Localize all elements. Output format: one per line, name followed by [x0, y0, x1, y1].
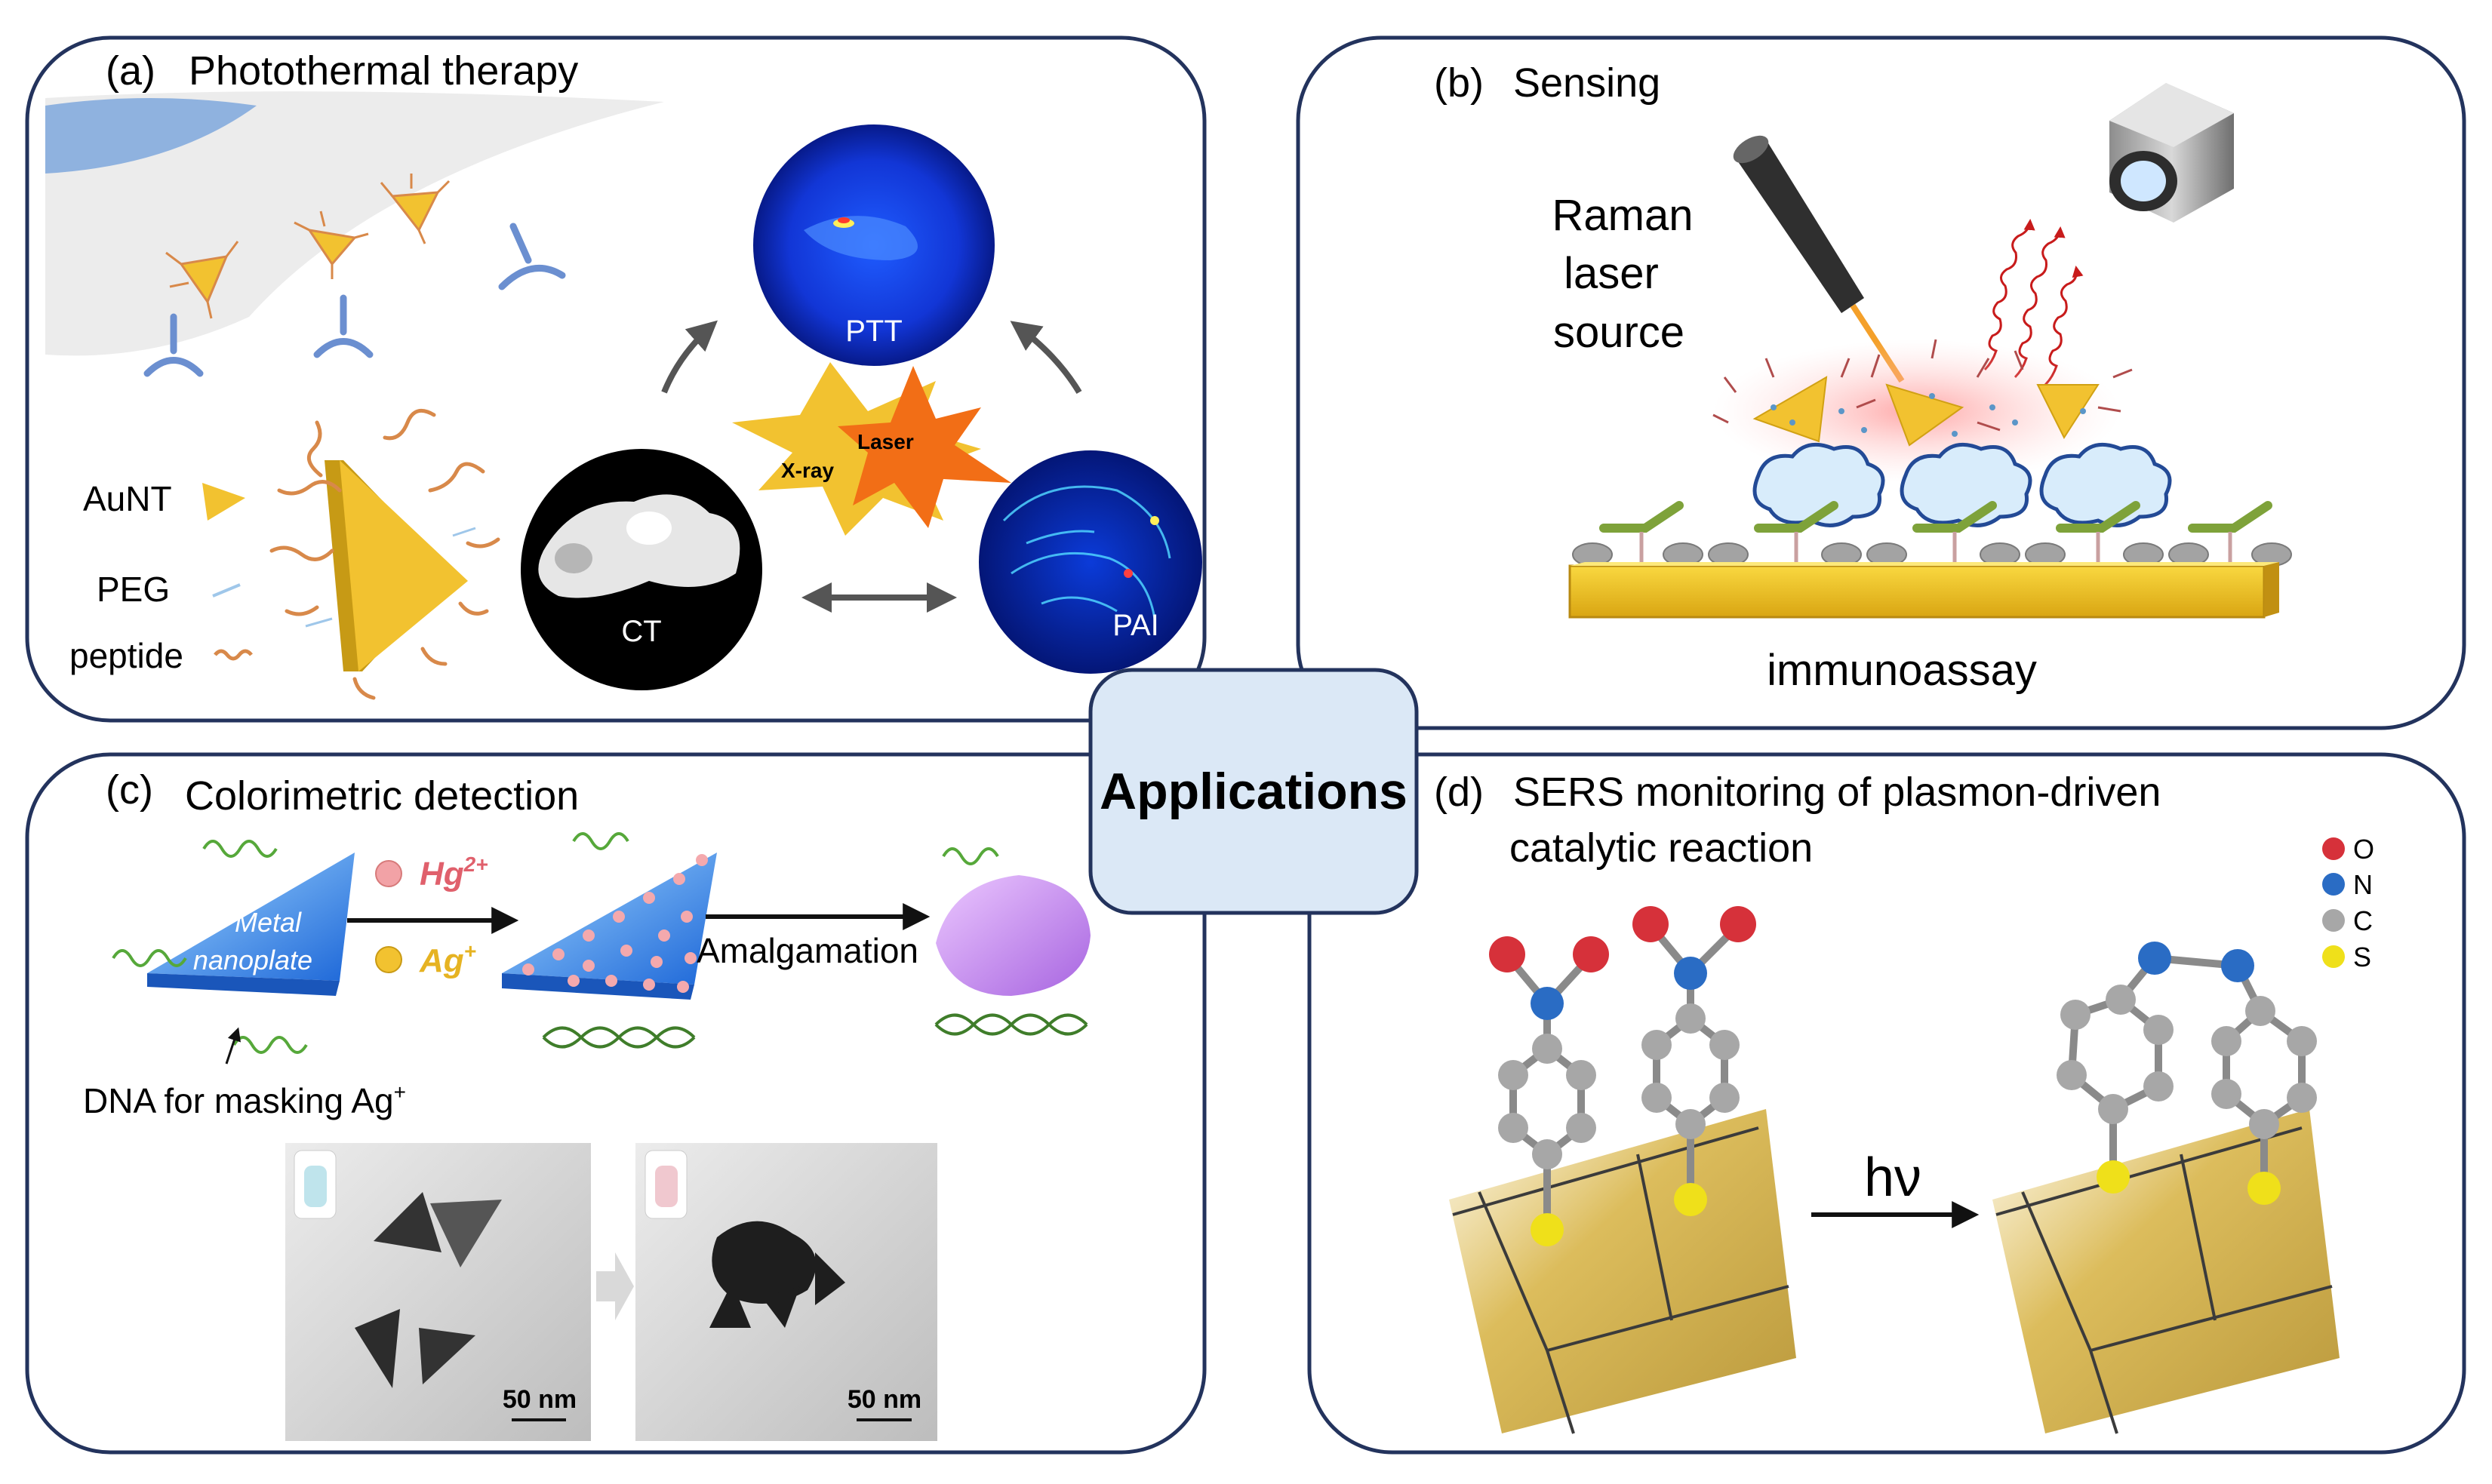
capture-dots — [1771, 393, 2086, 437]
legend-aunt-icon — [202, 483, 245, 521]
atom-legend-c-icon — [2322, 909, 2345, 932]
metal-nanoplate: Metal nanoplate — [147, 853, 355, 996]
center-label: Applications — [1100, 763, 1408, 820]
svg-text:DNA for masking Ag+: DNA for masking Ag+ — [83, 1080, 406, 1120]
panel-b-sensing: (b) Sensing Raman laser source — [1296, 35, 2466, 730]
xray-label: X-ray — [781, 459, 834, 482]
small-aunt-particles — [179, 191, 440, 305]
molecules-product — [2057, 942, 2317, 1205]
atom-legend-c-label: C — [2353, 905, 2373, 936]
panel-d-sers-monitoring: (d) SERS monitoring of plasmon-driven ca… — [1307, 752, 2466, 1455]
plate-with-hg — [502, 853, 717, 1000]
antibody-stems — [1639, 532, 2232, 562]
detector-camera — [2109, 83, 2234, 223]
ag-ion-label: Ag — [419, 942, 464, 979]
panel-a-photothermal-therapy: (a) Photothermal therapy AuNT PEG peptid… — [25, 35, 1207, 723]
cell-nucleus — [45, 98, 257, 174]
atom-legend: O N C S — [2322, 834, 2374, 972]
hg-ion-charge: 2+ — [463, 853, 488, 876]
capture-antibodies — [1599, 501, 2272, 533]
hg-ion-icon — [375, 860, 402, 887]
legend-peg-label: PEG — [97, 570, 170, 609]
plate-label-1: Metal — [235, 907, 302, 938]
atom-legend-n-label: N — [2353, 869, 2373, 900]
dna-masking-charge: + — [394, 1080, 406, 1104]
panel-a-title: Photothermal therapy — [189, 48, 578, 94]
panel-b-tag: (b) — [1434, 60, 1484, 106]
gold-substrate — [1568, 564, 2266, 619]
immunoassay-caption: immunoassay — [1767, 646, 2037, 695]
atom-legend-s-icon — [2322, 945, 2345, 968]
legend-aunt-label: AuNT — [83, 479, 172, 518]
laser-label: Laser — [857, 430, 914, 453]
svg-text:Ag+: Ag+ — [419, 939, 476, 979]
small-aunt-ligands — [165, 174, 451, 319]
center-applications-box: Applications — [1088, 668, 1419, 915]
receptor-icons — [143, 223, 566, 377]
panel-d-tag: (d) — [1434, 770, 1484, 815]
legend-peg-icon — [212, 583, 241, 598]
ag-ion-charge: + — [464, 939, 476, 963]
gold-surface-left — [1449, 1109, 1796, 1434]
plate-label-2: nanoplate — [193, 945, 312, 976]
svg-text:Hg2+: Hg2+ — [420, 853, 488, 893]
raman-line-3: source — [1553, 308, 1684, 357]
amalgam-particle — [936, 875, 1091, 996]
atom-legend-n-icon — [2322, 873, 2345, 896]
atom-legend-o-label: O — [2353, 834, 2374, 865]
panel-c-title: Colorimetric detection — [185, 773, 579, 819]
panel-b-title: Sensing — [1513, 60, 1660, 106]
panel-c-colorimetric-detection: (c) Colorimetric detection Metal nanopla… — [25, 752, 1207, 1455]
antibody-decorations — [1712, 339, 2133, 432]
tem-transition-arrow — [596, 1252, 634, 1320]
atom-legend-s-label: S — [2353, 942, 2371, 972]
panel-a-tag: (a) — [106, 48, 155, 94]
hg-ion-label: Hg — [420, 856, 464, 893]
sers-nanoparticles — [1752, 376, 2100, 447]
atom-legend-o-icon — [2322, 837, 2345, 860]
photon-label: hν — [1864, 1148, 1921, 1208]
large-aunt-with-ligands — [269, 408, 500, 700]
blocking-proteins — [1572, 542, 2292, 567]
imaging-cycle: Laser X-ray PTT CT PAI — [521, 124, 1202, 690]
legend-peptide-icon — [214, 649, 253, 661]
tem-image-before: 50 nm — [285, 1143, 591, 1441]
ct-label: CT — [621, 615, 661, 648]
raman-line-1: Raman — [1552, 191, 1694, 240]
molecules-reactant — [1489, 906, 1756, 1246]
tem-image-after: 50 nm — [635, 1143, 937, 1441]
pai-image — [979, 450, 1202, 674]
dna-masking-label: DNA for masking Ag — [83, 1081, 394, 1120]
panel-d-title-line-1: SERS monitoring of plasmon-driven — [1513, 770, 2161, 815]
double-helix-dna — [542, 1013, 1088, 1049]
amalgamation-label: Amalgamation — [697, 931, 918, 970]
ag-ion-icon — [375, 946, 402, 973]
legend-peptide-label: peptide — [69, 636, 183, 675]
panel-d-title-line-2: catalytic reaction — [1509, 825, 1813, 871]
scale-bar-right: 50 nm — [848, 1385, 921, 1414]
scale-bar-left: 50 nm — [503, 1385, 577, 1414]
dna-strands — [112, 832, 999, 1054]
pai-label: PAI — [1112, 609, 1159, 642]
panel-c-tag: (c) — [106, 767, 153, 813]
raman-line-2: laser — [1564, 249, 1659, 298]
ptt-label: PTT — [845, 315, 903, 348]
